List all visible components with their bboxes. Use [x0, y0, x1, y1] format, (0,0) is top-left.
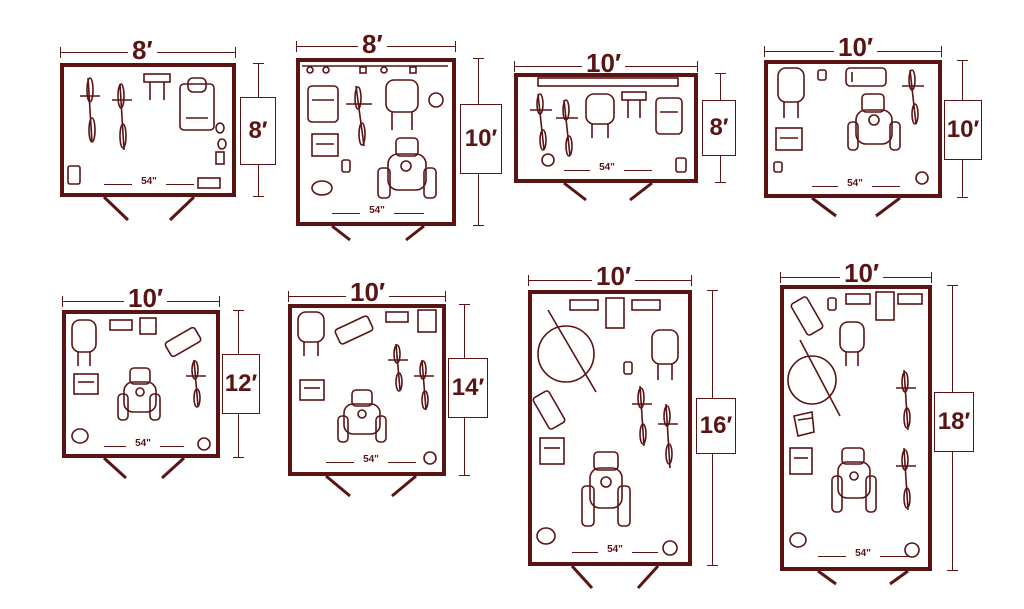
hose-reel-icon: [428, 92, 444, 108]
bicycle-icon: [556, 99, 578, 157]
lawn-mower-icon: [790, 296, 824, 336]
depth-label: 14′: [448, 358, 488, 418]
depth-label: 12′: [222, 354, 260, 414]
riding-mower-icon: [847, 93, 901, 151]
depth-label: 10′: [460, 104, 502, 174]
storage-box-icon: [789, 447, 813, 475]
bicycle-icon: [346, 85, 372, 147]
depth-label: 8′: [702, 100, 736, 156]
door-width-label: 54": [360, 205, 394, 216]
door-width-label: 54": [126, 438, 160, 449]
lawn-mower-icon: [532, 390, 566, 430]
riding-mower-icon: [581, 451, 631, 527]
bicycle-icon: [658, 403, 678, 469]
width-label: 8′: [358, 31, 387, 57]
bicycle-icon: [896, 447, 916, 511]
spreader-icon: [787, 339, 841, 417]
depth-label: 8′: [240, 97, 276, 165]
door-leaves: [102, 181, 909, 590]
round-tub-icon: [789, 532, 807, 548]
door-width-label: 54": [132, 176, 166, 187]
fuel-can-icon: [623, 361, 633, 375]
shed-floor: [528, 290, 692, 566]
width-label: 8′: [128, 37, 157, 63]
door-width-label: 54": [838, 178, 872, 189]
bicycle-icon: [388, 343, 408, 392]
shelf-icon: [569, 297, 661, 329]
fuel-can-icon: [773, 161, 783, 173]
riding-mower-icon: [337, 389, 387, 443]
round-tub-icon: [536, 527, 556, 545]
hose-reel-icon: [423, 451, 437, 465]
bicycle-icon: [896, 369, 916, 431]
workbench-icon: [621, 91, 647, 118]
hose-reel-icon: [662, 540, 678, 556]
storage-bins-icon: [215, 122, 227, 165]
bicycle-icon: [414, 359, 434, 411]
workbench-icon: [143, 73, 171, 100]
shelf-icon: [197, 177, 221, 189]
bicycle-icon: [186, 359, 206, 408]
shelf-icon: [109, 317, 157, 335]
door-width-label: 54": [598, 544, 632, 555]
wheelbarrow-icon: [385, 79, 419, 130]
storage-box-icon: [73, 373, 99, 395]
wheelbarrow-icon: [297, 311, 325, 356]
wheelbarrow-icon: [839, 321, 865, 366]
door-width-label: 54": [846, 548, 880, 559]
shelf-icon: [385, 309, 437, 333]
storage-box-icon: [775, 127, 803, 151]
fuel-can-icon: [827, 297, 837, 311]
width-label: 10′: [840, 260, 884, 286]
bicycle-icon: [80, 77, 100, 143]
wheelbarrow-icon: [651, 329, 679, 380]
width-label: 10′: [582, 50, 626, 76]
bicycle-icon: [632, 385, 652, 447]
bicycle-icon: [530, 93, 552, 151]
width-label: 10′: [124, 285, 168, 311]
door-width-label: 54": [590, 162, 624, 173]
bicycle-icon: [112, 83, 132, 151]
riding-mower-icon: [831, 447, 877, 513]
shelf-icon: [845, 291, 923, 321]
hose-reel-icon: [541, 153, 555, 167]
hose-reel-icon: [904, 542, 920, 558]
round-tub-icon: [71, 428, 89, 444]
lawn-mower-icon: [334, 315, 374, 345]
storage-box-icon: [539, 437, 565, 465]
depth-label: 10′: [944, 100, 982, 160]
wheelbarrow-icon: [71, 319, 97, 366]
tool-rack-icon: [302, 65, 448, 74]
lawn-mower-icon: [655, 97, 683, 135]
wheelbarrow-icon: [585, 93, 615, 138]
fuel-can-icon: [67, 165, 81, 185]
shed-floor: [764, 60, 942, 198]
bicycle-icon: [902, 69, 924, 125]
fuel-can-icon: [341, 159, 351, 173]
lawn-chair-icon: [793, 411, 815, 437]
lawn-mower-icon: [307, 85, 339, 123]
width-label: 10′: [834, 34, 878, 60]
riding-mower-icon: [117, 367, 161, 421]
fuel-can-icon: [817, 69, 827, 81]
hose-reel-icon: [915, 171, 929, 185]
storage-box-icon: [299, 379, 325, 401]
width-label: 10′: [346, 279, 390, 305]
depth-label: 16′: [696, 398, 736, 454]
round-tub-icon: [311, 180, 333, 196]
shelf-icon: [537, 77, 679, 87]
width-label: 10′: [592, 263, 636, 289]
fuel-can-icon: [675, 157, 687, 173]
wheelbarrow-icon: [777, 67, 805, 118]
lawn-mower-icon: [179, 77, 215, 131]
riding-mower-icon: [377, 137, 437, 199]
door-width-label: 54": [354, 454, 388, 465]
depth-label: 18′: [934, 392, 974, 452]
lawn-mower-icon: [845, 67, 887, 87]
hose-reel-icon: [197, 437, 211, 451]
storage-box-icon: [311, 133, 339, 157]
lawn-mower-icon: [164, 326, 202, 358]
spreader-icon: [537, 309, 597, 393]
